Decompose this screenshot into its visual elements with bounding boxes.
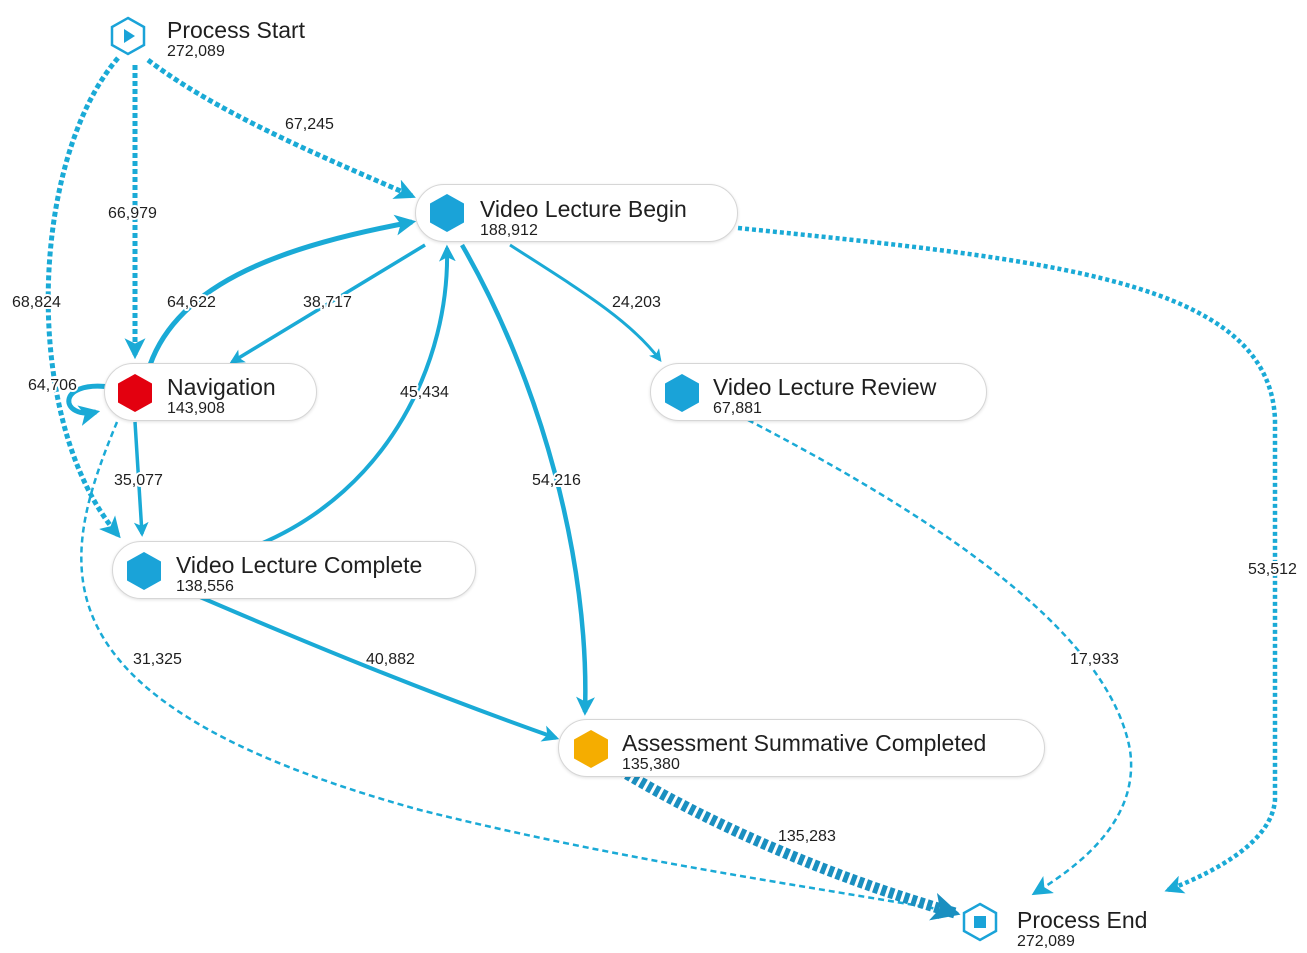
edge-label-video-lecture-begin-to-assessment: 54,216 — [532, 472, 581, 489]
edge-label-video-lecture-begin-to-navigation: 38,717 — [303, 294, 352, 311]
hexagon-icon — [574, 730, 608, 768]
edge-label-navigation-to-process-end: 31,325 — [133, 651, 182, 668]
edge-video-lecture-complete-to-assessment[interactable] — [199, 595, 560, 742]
edge-navigation-to-video-lecture-complete[interactable] — [133, 421, 149, 537]
edge-label-video-lecture-complete-to-video-lecture-begin: 45,434 — [400, 384, 449, 401]
node-count: 272,089 — [167, 43, 225, 60]
node-video-lecture-complete[interactable]: Video Lecture Complete 138,556 — [112, 541, 476, 599]
edge-navigation-self-loop[interactable] — [66, 383, 111, 426]
node-count: 188,912 — [480, 222, 538, 239]
hexagon-icon — [127, 552, 161, 590]
hexagon-icon — [665, 374, 699, 412]
edge-label-start-to-video-lecture-complete: 68,824 — [12, 294, 61, 311]
edge-video-lecture-begin-to-video-lecture-review[interactable] — [509, 243, 662, 363]
node-video-lecture-review[interactable]: Video Lecture Review 67,881 — [650, 363, 987, 421]
edge-video-lecture-begin-to-assessment[interactable] — [460, 243, 595, 716]
edge-label-navigation-self-loop: 64,706 — [28, 377, 77, 394]
edge-label-assessment-to-process-end: 135,283 — [778, 828, 836, 845]
node-label: Video Lecture Complete — [176, 552, 423, 578]
edge-label-video-lecture-begin-to-process-end: 53,512 — [1248, 561, 1297, 578]
node-label: Assessment Summative Completed — [622, 730, 987, 756]
node-label: Video Lecture Review — [713, 374, 937, 400]
node-process-start[interactable]: Process Start 272,089 — [105, 10, 335, 68]
play-icon — [110, 16, 146, 56]
node-count: 138,556 — [176, 578, 234, 595]
node-label: Process End — [1017, 907, 1148, 933]
edge-label-start-to-video-lecture-begin: 67,245 — [285, 116, 334, 133]
edge-start-to-video-lecture-begin[interactable] — [146, 58, 416, 199]
edge-label-navigation-to-video-lecture-begin: 64,622 — [167, 294, 216, 311]
edge-video-lecture-begin-to-navigation[interactable] — [229, 243, 426, 364]
node-assessment-summative-completed[interactable]: Assessment Summative Completed 135,380 — [558, 719, 1045, 777]
node-video-lecture-begin[interactable]: Video Lecture Begin 188,912 — [415, 184, 738, 242]
hexagon-icon — [118, 374, 152, 412]
edge-video-lecture-complete-to-video-lecture-begin[interactable] — [257, 244, 456, 547]
node-label: Video Lecture Begin — [480, 196, 687, 222]
node-count: 67,881 — [713, 400, 762, 417]
node-count: 135,380 — [622, 756, 680, 773]
node-navigation[interactable]: Navigation 143,908 — [104, 363, 317, 421]
edge-assessment-to-process-end[interactable] — [617, 765, 961, 921]
stop-icon — [962, 902, 998, 942]
node-process-end[interactable]: Process End 272,089 — [955, 896, 1185, 953]
edge-label-video-lecture-begin-to-video-lecture-review: 24,203 — [612, 294, 661, 311]
edge-navigation-to-process-end[interactable] — [80, 421, 959, 920]
edge-navigation-to-video-lecture-begin[interactable] — [147, 214, 417, 366]
edge-label-navigation-to-video-lecture-complete: 35,077 — [114, 472, 163, 489]
node-label: Navigation — [167, 374, 276, 400]
node-count: 272,089 — [1017, 933, 1075, 950]
edge-label-start-to-navigation: 66,979 — [108, 205, 157, 222]
hexagon-icon — [430, 194, 464, 232]
edge-label-video-lecture-review-to-process-end: 17,933 — [1070, 651, 1119, 668]
edge-start-to-video-lecture-complete[interactable] — [45, 56, 121, 539]
node-count: 143,908 — [167, 400, 225, 417]
edge-label-video-lecture-complete-to-assessment: 40,882 — [366, 651, 415, 668]
edge-video-lecture-begin-to-process-end[interactable] — [737, 225, 1278, 894]
node-label: Process Start — [167, 17, 306, 43]
edge-video-lecture-review-to-process-end[interactable] — [747, 418, 1133, 896]
